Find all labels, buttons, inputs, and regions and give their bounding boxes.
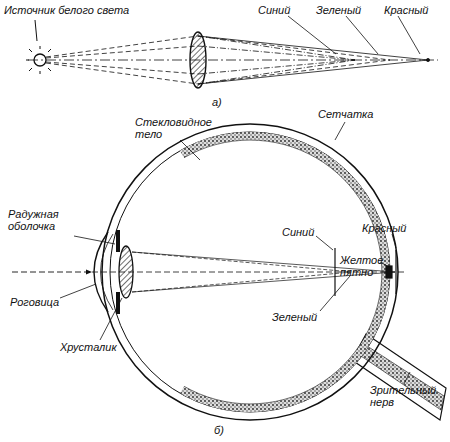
part-label: Сетчатка [318,108,388,120]
source-label: Источник белого света [4,4,144,16]
eye-rays [132,252,395,292]
part-label: Роговица [10,296,80,308]
color-label: Зеленый [272,311,332,323]
color-label: Красный [384,4,444,16]
light-arrow [12,272,92,273]
figure-letter: а) [212,96,242,108]
axis [28,60,438,61]
color-label: Зеленый [316,4,376,16]
part-label: Стекловидное тело [135,116,225,140]
part-label: Желтое пятно [340,254,388,278]
leaders-a [288,16,420,54]
part-label: Радужная оболочка [8,208,78,232]
part-label: Хрусталик [60,341,140,353]
image-planes [335,248,396,296]
figure-letter: б) [214,424,244,436]
source [26,20,51,74]
part-label: Зрительный нерв [370,384,440,408]
rays-out [198,36,430,84]
color-label: Синий [258,4,308,16]
color-label: Красный [362,222,422,234]
lens [190,32,206,88]
rays-in [46,36,198,84]
leaders-b [60,122,410,384]
color-label: Синий [282,226,332,238]
